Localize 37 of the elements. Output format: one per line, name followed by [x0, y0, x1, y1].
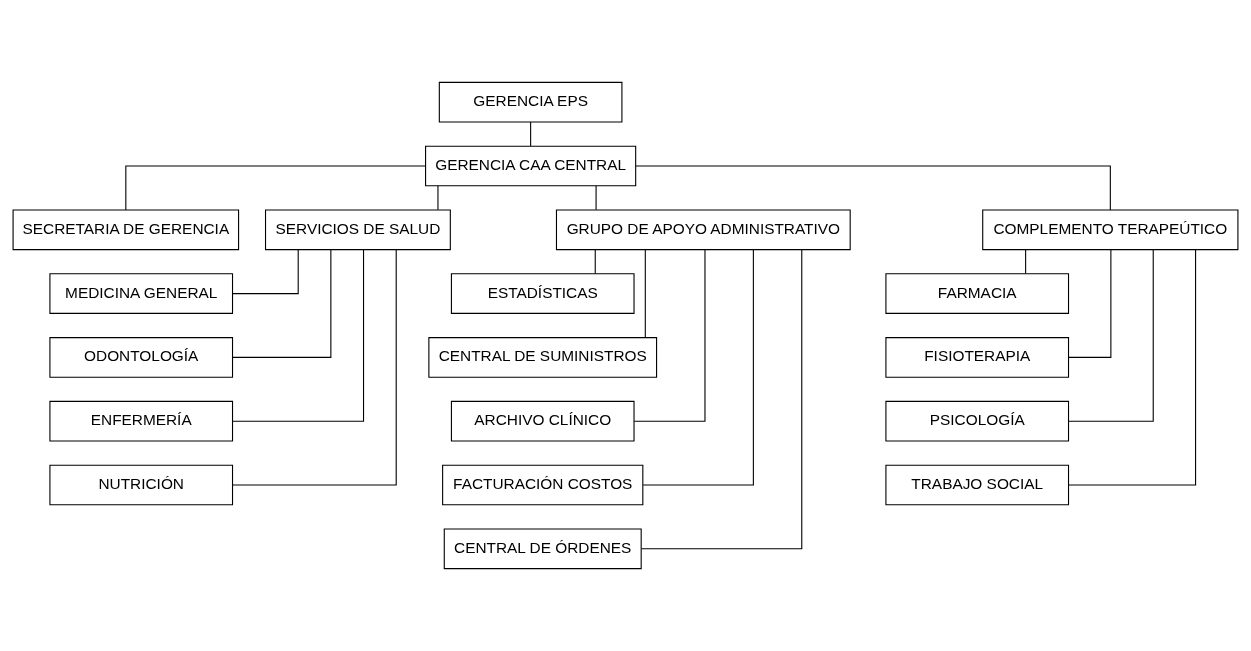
connector — [232, 249, 365, 422]
connector — [232, 249, 299, 295]
node-box: ARCHIVO CLÍNICO — [450, 400, 635, 442]
connector — [232, 249, 332, 358]
node-box: FARMACIA — [885, 273, 1070, 314]
connector — [437, 185, 439, 211]
connector — [644, 249, 646, 338]
connector — [1068, 249, 1112, 358]
connector — [1068, 249, 1154, 422]
node-box: NUTRICIÓN — [49, 464, 234, 506]
node-box: COMPLEMENTO TERAPEÚTICO — [982, 209, 1239, 251]
connector — [595, 185, 597, 211]
connector — [640, 249, 803, 550]
node-box: GRUPO DE APOYO ADMINISTRATIVO — [555, 209, 851, 251]
node-box: ENFERMERÍA — [49, 400, 234, 442]
connector — [1025, 249, 1027, 275]
node-box: ODONTOLOGÍA — [49, 337, 234, 378]
node-box: FISIOTERAPIA — [885, 337, 1070, 378]
connector — [232, 249, 397, 486]
node-box: SECRETARIA DE GERENCIA — [12, 209, 240, 251]
connector — [125, 165, 426, 211]
connector — [530, 121, 532, 147]
node-box: CENTRAL DE SUMINISTROS — [428, 337, 658, 378]
connector — [1068, 249, 1197, 486]
node-box: PSICOLOGÍA — [885, 400, 1070, 442]
node-box: FACTURACIÓN COSTOS — [442, 464, 644, 506]
connector — [642, 249, 754, 486]
connector — [633, 249, 706, 422]
node-box: SERVICIOS DE SALUD — [264, 209, 451, 251]
connector — [635, 165, 1111, 211]
node-box: ESTADÍSTICAS — [450, 273, 635, 314]
node-box: CENTRAL DE ÓRDENES — [443, 528, 642, 570]
node-box: GERENCIA CAA CENTRAL — [425, 145, 637, 187]
node-box: GERENCIA EPS — [438, 81, 623, 123]
node-box: TRABAJO SOCIAL — [885, 464, 1070, 506]
node-box: MEDICINA GENERAL — [49, 273, 234, 314]
connector — [594, 249, 596, 275]
